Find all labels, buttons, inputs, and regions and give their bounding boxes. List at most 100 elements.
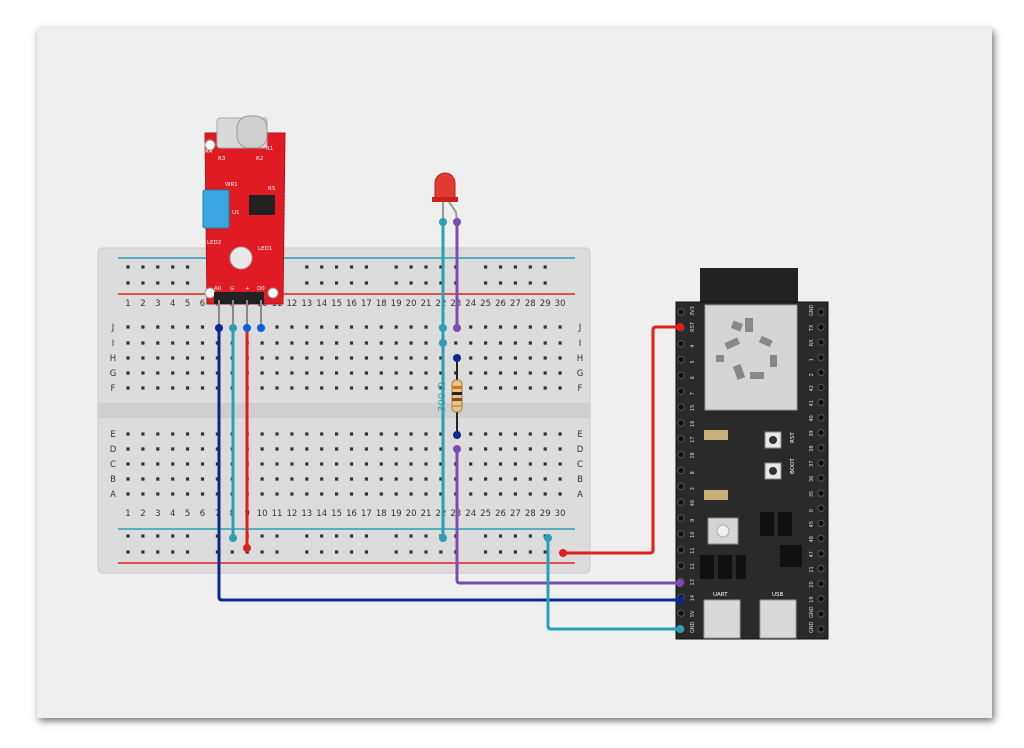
grid-hole (215, 462, 219, 466)
grid-hole (200, 341, 205, 345)
grid-hole (498, 477, 503, 481)
label-led1: LED1 (258, 246, 272, 252)
esp32-right-pin-label: 42 (809, 385, 815, 391)
grid-hole (379, 462, 383, 466)
grid-hole (290, 462, 294, 466)
grid-hole (498, 325, 503, 329)
label-r4: R4 (205, 149, 213, 155)
grid-hole (320, 432, 324, 436)
esp32-right-pin (817, 413, 825, 422)
esp32-left-pin (677, 609, 685, 617)
esp32-board: RST BOOT UART USB 3V3RST4567151617188346… (675, 268, 829, 640)
esp32-left-pin-label: 14 (690, 595, 696, 601)
grid-hole (469, 341, 473, 345)
grid-hole (305, 492, 309, 496)
row-label: H (577, 354, 583, 364)
rail-hole (528, 265, 532, 269)
usb-port[interactable] (759, 599, 797, 639)
grid-hole (558, 371, 562, 375)
rail-hole (141, 281, 145, 285)
esp32-left-pin-label: 8 (690, 471, 696, 474)
row-label: F (111, 384, 116, 394)
rail-hole (543, 281, 547, 285)
grid-hole (528, 447, 532, 451)
grid-hole (156, 356, 160, 360)
grid-hole (335, 462, 339, 466)
grid-hole (379, 325, 383, 329)
rail-hole (424, 534, 428, 538)
column-label: 16 (346, 299, 357, 309)
rail-hole (186, 265, 190, 269)
grid-hole (141, 462, 145, 466)
grid-hole (394, 386, 398, 390)
wire-led-to-gpio13 (455, 449, 680, 585)
grid-hole (156, 432, 160, 436)
grid-hole (275, 492, 279, 496)
grid-hole (305, 462, 309, 466)
rail-hole (439, 265, 443, 269)
grid-hole (171, 462, 175, 466)
grid-hole (409, 371, 413, 375)
grid-hole (126, 325, 130, 329)
grid-hole (484, 477, 488, 481)
grid-hole (305, 447, 309, 451)
grid-hole (260, 341, 264, 345)
rail-hole (305, 534, 309, 538)
esp32-left-pin (677, 561, 685, 570)
grid-hole (513, 325, 517, 329)
grid-hole (141, 477, 145, 481)
grid-hole (186, 447, 190, 451)
esp32-right-pin-label: 37 (809, 461, 815, 467)
grid-hole (126, 386, 130, 390)
esp32-right-pin-label: 48 (809, 536, 815, 542)
grid-hole (513, 386, 517, 390)
rail-hole (498, 550, 503, 554)
column-label: 16 (346, 509, 357, 519)
grid-hole (305, 432, 309, 436)
grid-hole (543, 386, 547, 390)
grid-hole (186, 386, 190, 390)
rail-hole (156, 534, 160, 538)
esp32-right-pin-label: 36 (809, 476, 815, 482)
grid-hole (200, 462, 205, 466)
uart-port[interactable] (703, 599, 741, 639)
grid-hole (290, 386, 294, 390)
label-led2: LED2 (207, 240, 221, 246)
label-wr1: WR1 (225, 182, 238, 188)
rail-hole (513, 281, 517, 285)
row-label: G (577, 369, 584, 379)
column-label: 1 (125, 509, 130, 519)
esp32-right-pin-label: 45 (809, 521, 815, 527)
rail-hole (126, 281, 130, 285)
rail-hole (409, 534, 413, 538)
grid-hole (513, 447, 517, 451)
pin-g-label: G (230, 286, 234, 292)
esp32-right-pin-label: GND (809, 621, 815, 633)
column-label: 28 (525, 299, 536, 309)
label-r5: R5 (268, 186, 276, 192)
esp32-left-pin (677, 466, 685, 475)
grid-hole (469, 462, 473, 466)
rail-hole (156, 550, 160, 554)
grid-hole (439, 386, 443, 390)
rail-hole (513, 534, 517, 538)
grid-hole (275, 356, 279, 360)
grid-hole (364, 432, 368, 436)
grid-hole (200, 447, 205, 451)
grid-hole (439, 371, 443, 375)
rail-hole (349, 265, 354, 269)
column-label: 27 (510, 299, 521, 309)
grid-hole (528, 386, 532, 390)
grid-hole (290, 447, 294, 451)
grid-hole (215, 432, 219, 436)
row-label: I (112, 339, 115, 349)
column-label: 22 (435, 299, 446, 309)
row-label: E (110, 430, 115, 440)
rail-hole (126, 265, 130, 269)
grid-hole (558, 356, 562, 360)
row-label: A (110, 490, 116, 500)
grid-hole (484, 447, 488, 451)
grid-hole (424, 371, 428, 375)
column-label: 4 (170, 509, 175, 519)
grid-hole (186, 325, 190, 329)
